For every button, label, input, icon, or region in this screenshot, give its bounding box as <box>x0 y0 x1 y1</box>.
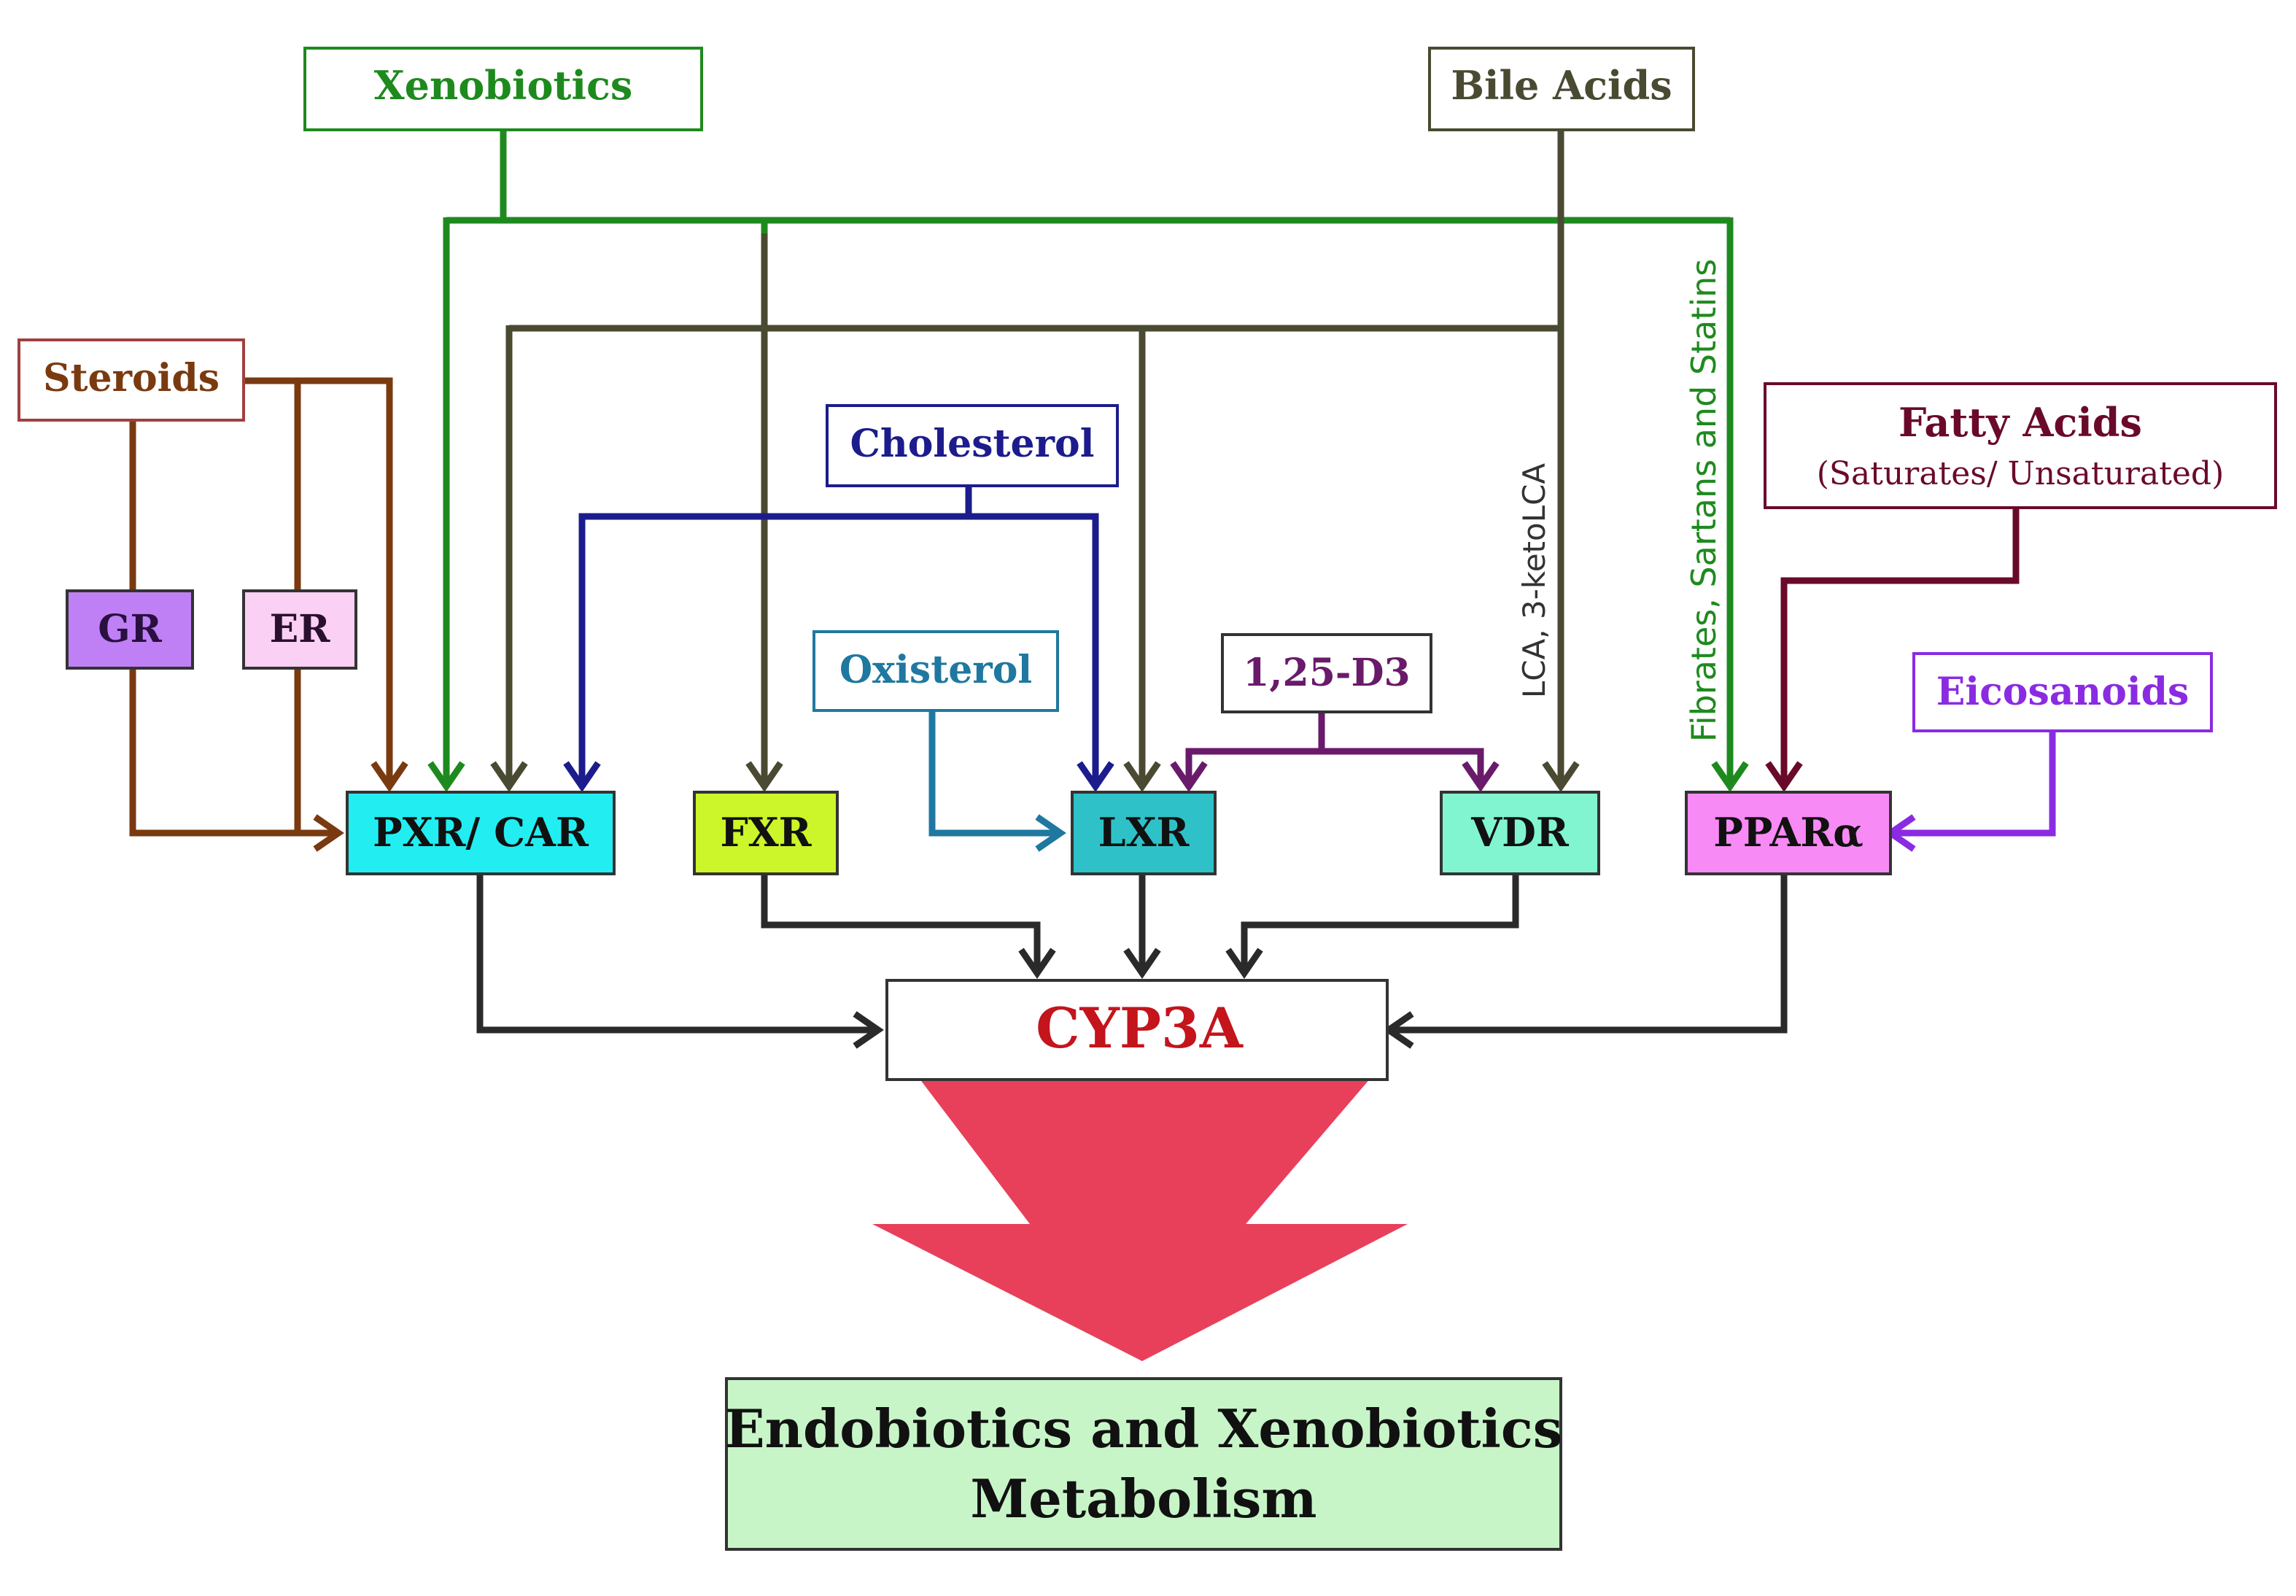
arrowhead-vdr-cyp3a <box>1225 948 1263 979</box>
arrowhead-chol-pxr <box>563 761 601 792</box>
xenobiotics-label: Xenobiotics <box>374 62 633 109</box>
arrowhead-d3-vdr <box>1462 761 1500 792</box>
node-ppar-alpha: PPARα <box>1685 791 1892 875</box>
node-d3: 1,25-D3 <box>1221 633 1432 713</box>
node-lxr: LXR <box>1071 791 1217 875</box>
metabolism-arrow <box>872 1072 1408 1361</box>
node-fxr: FXR <box>693 791 839 875</box>
node-fatty-acids: Fatty Acids (Saturates/ Unsaturated) <box>1764 382 2277 509</box>
arrowhead-d3-lxr <box>1170 761 1208 792</box>
node-cyp3a: CYP3A <box>885 979 1389 1081</box>
steroids-label: Steroids <box>43 356 220 400</box>
outcome-line-2: Metabolism <box>970 1468 1316 1530</box>
arrowhead-to-fxr <box>745 761 783 792</box>
node-er: ER <box>242 589 357 670</box>
arrowhead-oxi-lxr <box>1035 814 1066 852</box>
arrowhead-bile-lxr <box>1123 761 1161 792</box>
bile-acids-label: Bile Acids <box>1451 62 1672 109</box>
lxr-label: LXR <box>1098 809 1190 856</box>
arrowhead-gr-pxr <box>313 814 344 852</box>
node-steroids: Steroids <box>18 338 245 422</box>
node-oxisterol: Oxisterol <box>812 630 1059 712</box>
receptor-to-cyp3a-connectors <box>476 874 1788 1034</box>
fatty-acids-label: Fatty Acids <box>1899 399 2142 446</box>
eicosanoids-connector <box>1896 731 2056 837</box>
eicosanoids-label: Eicosanoids <box>1936 670 2190 714</box>
steroids-connectors <box>129 377 393 837</box>
fxr-label: FXR <box>720 809 812 856</box>
lca-ketolca-label: LCA, 3-ketoLCA <box>1516 463 1552 699</box>
fibrates-sartans-statins-label: Fibrates, Sartans and Statins <box>1684 259 1723 743</box>
oxisterol-connector <box>928 710 1055 837</box>
arrowhead-xeno-ppar <box>1711 761 1749 792</box>
arrowhead-bile-pxr <box>490 761 528 792</box>
arrowhead-steroid-pxr <box>371 761 408 792</box>
cholesterol-label: Cholesterol <box>850 422 1095 466</box>
outcome-line-1: Endobiotics and Xenobiotics <box>725 1398 1563 1460</box>
fatty-acids-sublabel: (Saturates/ Unsaturated) <box>1817 455 2225 492</box>
arrowhead-fxr-cyp3a <box>1018 948 1056 979</box>
arrowhead-pxr-cyp3a <box>853 1011 884 1049</box>
arrowhead-fatty-ppar <box>1765 761 1803 792</box>
pxr-to-cyp3a-line <box>476 874 872 1034</box>
bile-acids-connectors <box>505 130 1564 782</box>
node-eicosanoids: Eicosanoids <box>1912 652 2213 732</box>
arrowhead-lxr-cyp3a <box>1123 948 1161 979</box>
vdr-label: VDR <box>1470 809 1570 856</box>
arrowhead-xeno-pxr <box>427 761 465 792</box>
node-gr: GR <box>66 589 194 670</box>
arrowhead-bile-vdr <box>1542 761 1580 792</box>
node-bile-acids: Bile Acids <box>1428 47 1695 131</box>
node-vdr: VDR <box>1440 791 1600 875</box>
fatty-acids-connector <box>1780 508 2020 782</box>
er-label: ER <box>270 607 331 651</box>
vdr-to-cyp3a-line <box>1241 874 1519 967</box>
node-pxr-car: PXR/ CAR <box>346 791 616 875</box>
node-xenobiotics: Xenobiotics <box>303 47 703 131</box>
cyp3a-label: CYP3A <box>1036 996 1244 1061</box>
node-outcome: Endobiotics and Xenobiotics Metabolism <box>725 1377 1563 1551</box>
ppar-to-cyp3a-line <box>1395 874 1788 1034</box>
cholesterol-connectors <box>578 486 1099 782</box>
d3-label: 1,25-D3 <box>1243 651 1411 695</box>
fxr-to-cyp3a-line <box>761 874 1041 967</box>
ppar-alpha-label: PPARα <box>1713 809 1863 856</box>
gr-label: GR <box>98 607 162 651</box>
arrowhead-chol-lxr <box>1077 761 1114 792</box>
d3-connectors <box>1185 712 1484 782</box>
pxr-car-label: PXR/ CAR <box>373 809 589 856</box>
oxisterol-label: Oxisterol <box>839 648 1032 692</box>
node-cholesterol: Cholesterol <box>826 404 1119 487</box>
